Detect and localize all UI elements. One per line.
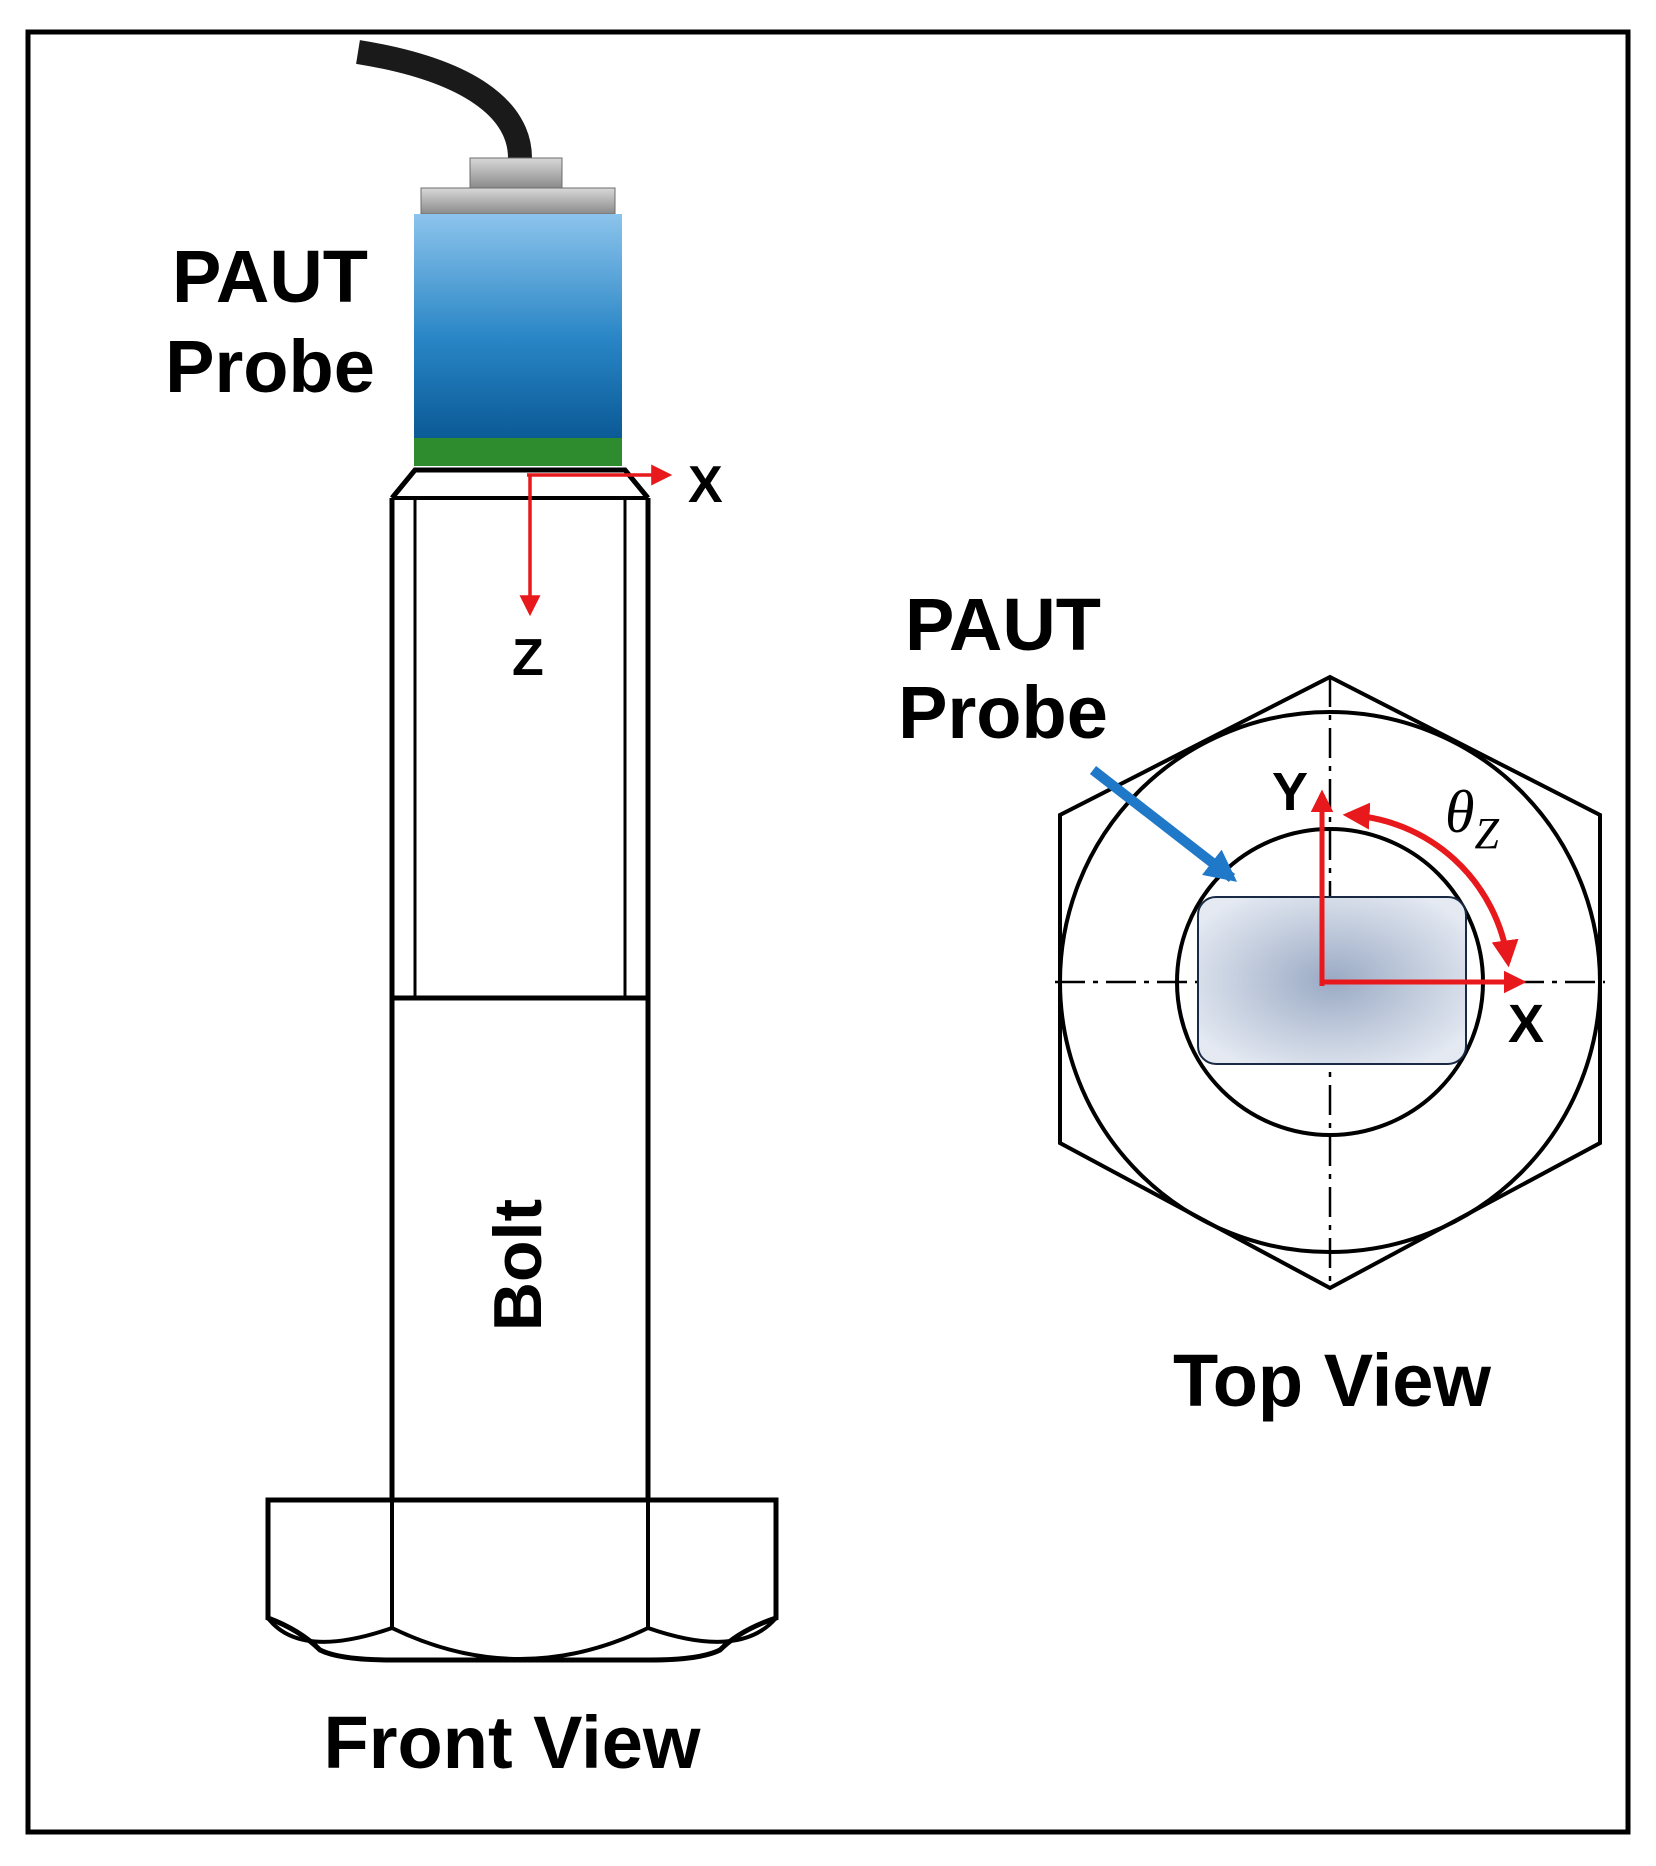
bolt-head	[265, 1497, 779, 1663]
figure-border	[25, 29, 1631, 1835]
theta-z-rotation-arrow	[1342, 802, 1519, 968]
front-view: X Z PAUT Probe Bolt Front View	[165, 40, 779, 1784]
front-view-caption: Front View	[324, 1701, 701, 1784]
probe-body	[414, 214, 622, 438]
front-probe-label-line2: Probe	[165, 325, 375, 408]
bolt-head-corner-left	[266, 1616, 393, 1644]
probe-cable	[356, 40, 532, 159]
top-view: X Y θZ PAUT Probe Top View	[898, 583, 1605, 1422]
bolt-head-corner-right	[647, 1616, 778, 1644]
probe-pointer-arrow	[1089, 766, 1238, 882]
bolt-chamfer	[390, 467, 650, 500]
bolt-label: Bolt	[480, 1199, 556, 1331]
front-z-axis-label: Z	[512, 629, 544, 687]
top-probe-label-line1: PAUT	[905, 583, 1101, 666]
theta-symbol: θ	[1445, 779, 1474, 845]
top-probe-label-line2: Probe	[898, 671, 1108, 754]
front-x-axis-label: X	[688, 456, 723, 514]
theta-z-label: θZ	[1445, 779, 1499, 858]
top-y-axis-label: Y	[1272, 762, 1308, 822]
theta-subscript: Z	[1474, 809, 1499, 858]
probe-connector-base	[420, 187, 616, 215]
probe-band	[414, 438, 622, 466]
probe-connector-cap	[469, 157, 563, 189]
top-view-caption: Top View	[1173, 1339, 1491, 1422]
front-probe-label-line1: PAUT	[172, 235, 368, 318]
bolt-head-arc	[391, 1626, 649, 1661]
hex-nut-outline	[1058, 674, 1602, 1291]
top-x-axis-label: X	[1508, 994, 1544, 1054]
